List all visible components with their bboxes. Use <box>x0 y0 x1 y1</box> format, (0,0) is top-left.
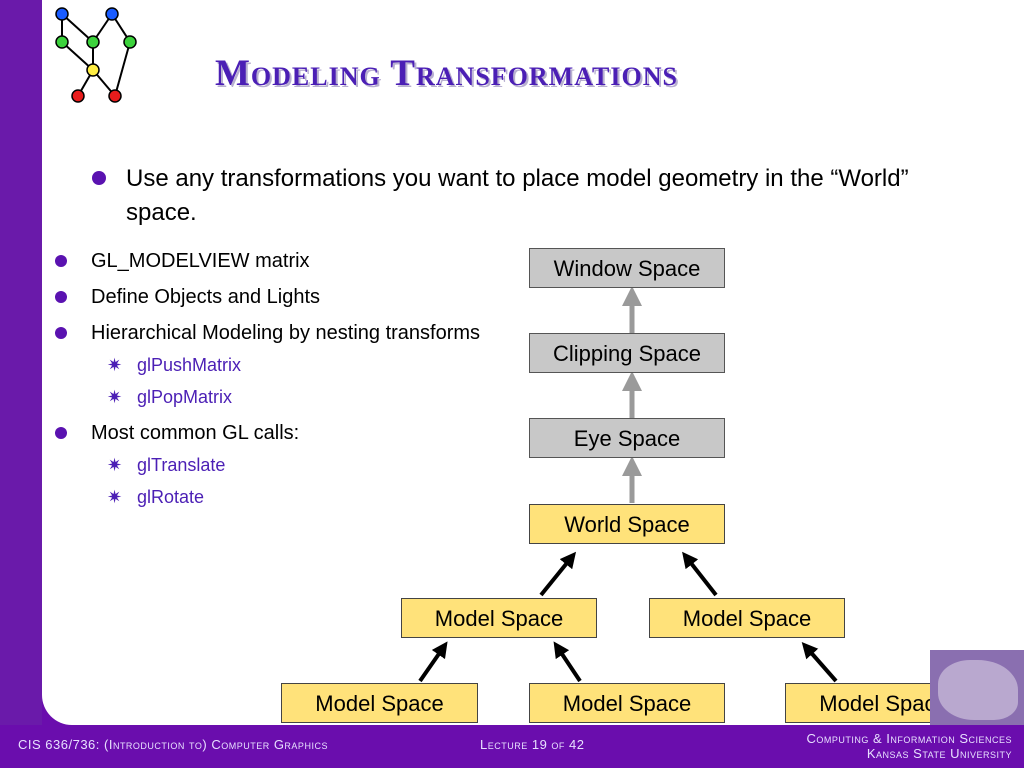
arrow-bottomleft-to-modelleft <box>418 641 448 683</box>
list-item-text: Hierarchical Modeling by nesting transfo… <box>91 322 481 344</box>
arrow-modelright-to-world <box>682 551 718 597</box>
list-item-text: Most common GL calls: <box>91 422 300 444</box>
sub-list-item: ✷ glPushMatrix <box>55 352 485 378</box>
footer-course: CIS 636/736: (Introduction to) Computer … <box>18 737 328 752</box>
arrow-bottomcenter-to-modelleft <box>553 641 582 683</box>
left-accent-bar <box>0 0 42 725</box>
window-space-box: Window Space <box>529 248 725 288</box>
list-item-text: Define Objects and Lights <box>91 286 321 308</box>
ksu-wildcat-logo <box>930 650 1024 725</box>
arrow-bottomright-to-modelright <box>801 641 838 683</box>
asterisk-bullet-icon: ✷ <box>107 487 123 507</box>
graph-logo-icon <box>55 7 137 103</box>
main-bullet: Use any transformations you want to plac… <box>92 162 972 230</box>
list-item: Hierarchical Modeling by nesting transfo… <box>55 318 485 348</box>
asterisk-bullet-icon: ✷ <box>107 355 123 375</box>
wildcat-icon <box>938 660 1018 720</box>
clipping-space-box: Clipping Space <box>529 333 725 373</box>
sub-list-item-text: glTranslate <box>137 455 226 475</box>
eye-space-box: Eye Space <box>529 418 725 458</box>
asterisk-bullet-icon: ✷ <box>107 387 123 407</box>
bullet-dot-icon <box>55 427 67 439</box>
sub-list-item: ✷ glRotate <box>55 484 485 510</box>
sub-list-item-text: glRotate <box>137 487 205 507</box>
sub-list-item: ✷ glPopMatrix <box>55 384 485 410</box>
model-space-box: Model Space <box>281 683 478 723</box>
main-bullet-text: Use any transformations you want to plac… <box>126 165 909 226</box>
asterisk-bullet-icon: ✷ <box>107 455 123 475</box>
model-space-box: Model Space <box>649 598 845 638</box>
footer-dept: Computing & Information Sciences Kansas … <box>806 731 1012 761</box>
bullet-dot-icon <box>55 291 67 303</box>
footer-dept-line1: Computing & Information Sciences <box>806 731 1012 746</box>
sub-list-item-text: glPushMatrix <box>137 355 242 375</box>
bullet-dot-icon <box>55 255 67 267</box>
list-item-text: GL_MODELVIEW matrix <box>91 250 310 272</box>
arrow-modelleft-to-world <box>539 551 577 597</box>
sub-list-item: ✷ glTranslate <box>55 452 485 478</box>
list-item: GL_MODELVIEW matrix <box>55 246 485 276</box>
model-space-box: Model Space <box>401 598 597 638</box>
bullet-dot-icon <box>92 171 106 185</box>
left-bullet-list: GL_MODELVIEW matrix Define Objects and L… <box>55 246 485 518</box>
list-item: Most common GL calls: <box>55 418 485 448</box>
footer-dept-line2: Kansas State University <box>866 746 1012 761</box>
list-item: Define Objects and Lights <box>55 282 485 312</box>
model-space-box: Model Space <box>529 683 725 723</box>
footer-lecture: Lecture 19 of 42 <box>480 737 585 752</box>
bullet-dot-icon <box>55 327 67 339</box>
world-space-box: World Space <box>529 504 725 544</box>
sub-list-item-text: glPopMatrix <box>137 387 233 407</box>
slide-title: Modeling Transformations <box>215 53 678 94</box>
